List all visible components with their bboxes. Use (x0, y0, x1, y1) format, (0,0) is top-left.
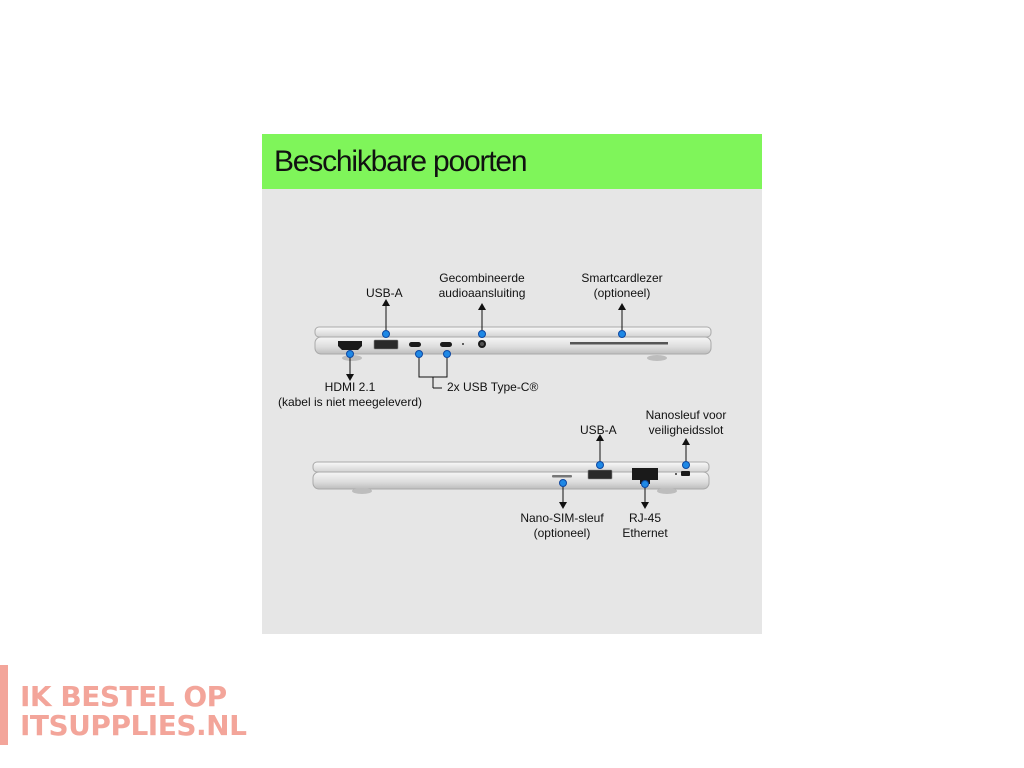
usb-c-port-2 (440, 342, 452, 347)
marker-sim (559, 479, 567, 487)
label-usb-a-left: USB-A (366, 286, 403, 300)
marker-usb-a-left (382, 330, 390, 338)
label-usb-a-right: USB-A (580, 423, 617, 437)
header-bar: Beschikbare poorten (262, 134, 762, 189)
laptop-left-side (314, 299, 712, 389)
logo-line-1: IK BESTEL OP (20, 680, 227, 713)
audio-jack (478, 340, 486, 348)
hdmi-port (338, 341, 362, 350)
usb-a-port-right (587, 469, 613, 480)
lock-slot (681, 471, 690, 476)
marker-hdmi (346, 350, 354, 358)
marker-smartcard (618, 330, 626, 338)
usb-c-port-1 (409, 342, 421, 347)
label-audio: Gecombineerde audioaansluiting (438, 271, 526, 300)
marker-usb-c-2 (443, 350, 451, 358)
usb-a-port-left (373, 339, 399, 350)
logo-accent-bar (0, 665, 8, 745)
page-title: Beschikbare poorten (274, 145, 528, 178)
logo-line-2: ITSUPPLIES.NL (20, 709, 247, 742)
laptop-right-side (312, 434, 710, 509)
marker-usb-c-1 (415, 350, 423, 358)
label-smartcard: Smartcardlezer (optioneel) (581, 271, 663, 300)
ports-card: Beschikbare poorten (262, 134, 762, 634)
laptop-ports-diagram (312, 299, 712, 509)
rj45-port (632, 468, 658, 484)
marker-lock (682, 461, 690, 469)
label-hdmi: HDMI 2.1 (kabel is niet meegeleverd) (277, 380, 423, 409)
smartcard-slot (570, 342, 668, 345)
label-usb-c: 2x USB Type-C® (447, 380, 539, 394)
itsupplies-logo: IK BESTEL OP ITSUPPLIES.NL (0, 665, 247, 745)
nano-sim-slot (552, 475, 572, 478)
label-rj45: RJ-45 Ethernet (622, 511, 668, 540)
marker-audio (478, 330, 486, 338)
label-lock: Nanosleuf voor veiligheidsslot (645, 408, 727, 437)
marker-usb-a-right (596, 461, 604, 469)
label-sim: Nano-SIM-sleuf (optioneel) (520, 511, 604, 540)
marker-rj45 (641, 480, 649, 488)
